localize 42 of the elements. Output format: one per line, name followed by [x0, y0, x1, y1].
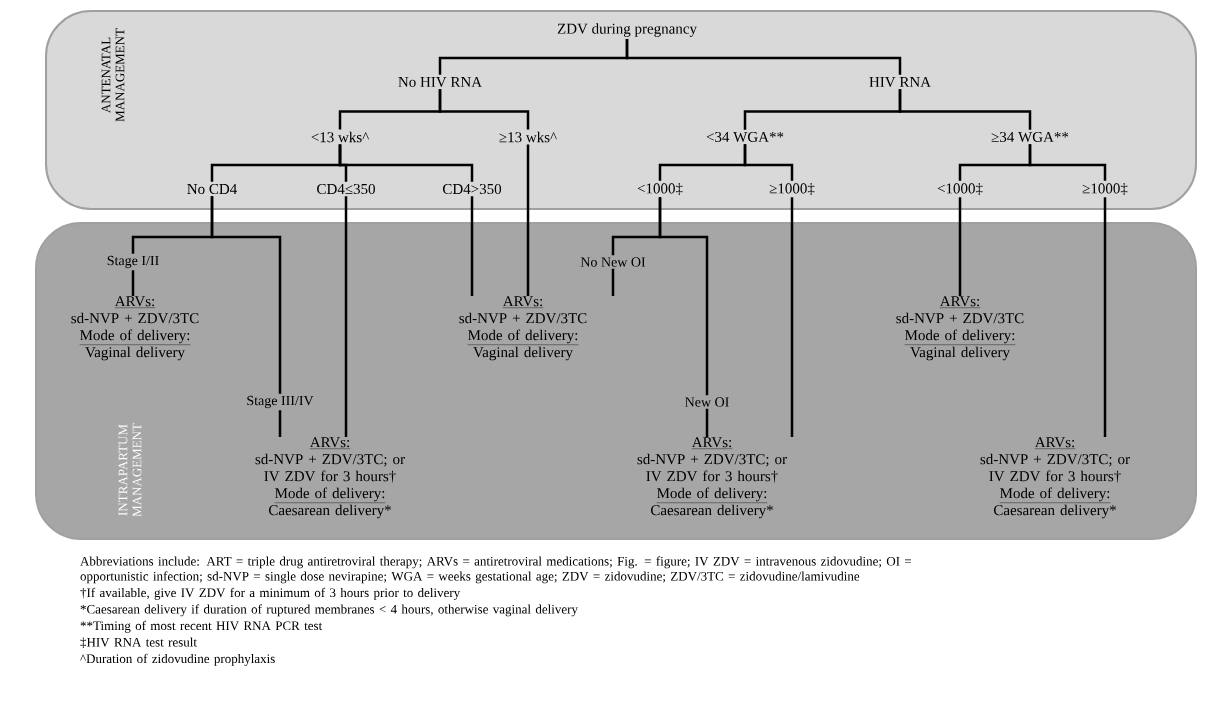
outcome-text: ARVs: sd-NVP + ZDV/3TC; or IV ZDV for 3 hours† Mode of delivery: Caesarean delivery* [637, 437, 787, 519]
decision-text: ≥34 WGA** [991, 131, 1069, 143]
connector-line [526, 144, 530, 296]
connector-line [790, 197, 794, 437]
footnote: Abbreviations include: ART = triple drug antiretroviral therapy; ARVs = antiretroviral medications; Fig. = figure; IV ZDV = intravenous zidovudine; OI = opportunistic infection; sd-NVP = single dose nevirapine; WGA = weeks gestational age; ZDV = zidovudine; ZDV/3TC = zidovudine/lamivudine [80, 556, 912, 584]
footnote: ‡HIV RNA test result [80, 637, 197, 648]
connector-line [1028, 144, 1107, 181]
footnote: **Timing of most recent HIV RNA PCR test [80, 620, 323, 633]
edge-label: New OI [682, 395, 732, 409]
decision-text: <1000‡ [937, 182, 983, 196]
connector-line [625, 39, 902, 75]
decision-text: HIV RNA [869, 76, 931, 88]
decision-text: No CD4 [187, 183, 237, 195]
decision-text: <34 WGA** [706, 131, 784, 143]
connector-line [438, 89, 530, 130]
decision-text: ≥13 wks^ [499, 131, 557, 143]
decision-text: CD4≤350 [317, 183, 375, 195]
outcome-text: ARVs: sd-NVP + ZDV/3TC Mode of delivery: Vaginal delivery [459, 296, 587, 361]
connector-line [1103, 197, 1107, 437]
edge-label: No New OI [578, 255, 648, 269]
connector-line [338, 144, 474, 182]
connector-line [743, 144, 794, 181]
decision-text: <1000‡ [637, 182, 683, 196]
outcome-text: ARVs: sd-NVP + ZDV/3TC Mode of delivery: Vaginal delivery [896, 296, 1024, 361]
decision-text: No HIV RNA [398, 76, 482, 88]
decision-text: ≥1000‡ [769, 182, 815, 196]
outcome-text: ARVs: sd-NVP + ZDV/3TC; or IV ZDV for 3 hours† Mode of delivery: Caesarean delivery* [255, 437, 405, 519]
connector-line [470, 196, 474, 296]
connector-line [210, 196, 282, 437]
footnote: †If available, give IV ZDV for a minimum of 3 hours prior to delivery [80, 587, 461, 600]
connector-line [958, 197, 962, 296]
footnote: ^Duration of zidovudine prophylaxis [80, 653, 275, 666]
decision-text: CD4>350 [442, 183, 502, 195]
connector-line [344, 196, 348, 437]
connector-line [898, 89, 1032, 130]
connector-line [658, 197, 709, 437]
decision-text: ≥1000‡ [1082, 182, 1128, 196]
decision-text: ZDV during pregnancy [557, 23, 697, 37]
outcome-text: ARVs: sd-NVP + ZDV/3TC Mode of delivery: Vaginal delivery [71, 296, 199, 361]
outcome-text: ARVs: sd-NVP + ZDV/3TC; or IV ZDV for 3 hours† Mode of delivery: Caesarean delivery* [980, 437, 1130, 519]
footnote: *Caesarean delivery if duration of ruptured membranes < 4 hours, otherwise vaginal delivery [80, 604, 578, 617]
decision-text: <13 wks^ [311, 131, 369, 143]
